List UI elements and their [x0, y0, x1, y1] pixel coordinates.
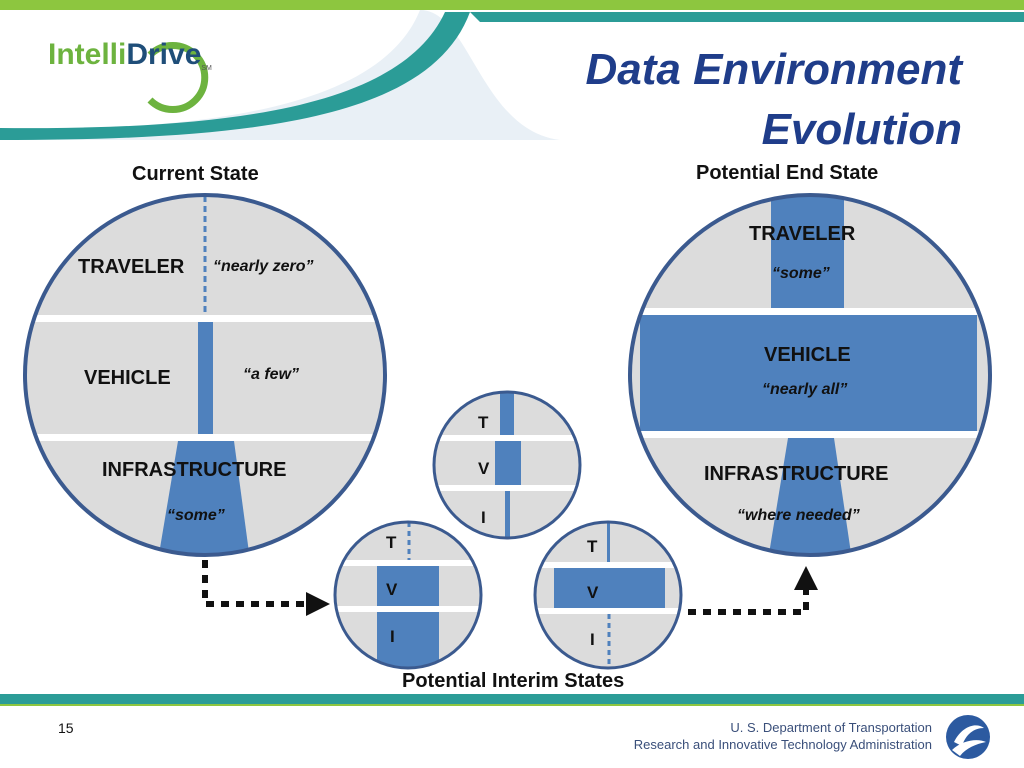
- current-vehicle-label: VEHICLE: [84, 367, 171, 389]
- page-number: 15: [58, 720, 74, 736]
- interim-mid-v-label: V: [478, 459, 490, 478]
- interim-left-v-label: V: [386, 580, 398, 599]
- current-vehicle-share: “a few”: [243, 366, 300, 383]
- logo-service-mark: SM: [201, 65, 212, 72]
- logo-text-intelli: Intelli: [48, 38, 127, 71]
- arrow-interim-to-end: [688, 566, 818, 615]
- current-traveler-label: TRAVELER: [78, 256, 185, 278]
- interim-left-i-label: I: [390, 627, 395, 646]
- interim-right-t-label: T: [587, 537, 598, 556]
- current-infrastructure-share: “some”: [167, 507, 225, 524]
- slide-title-line2: Evolution: [761, 105, 962, 154]
- end-state-circle: [628, 193, 992, 557]
- current-state-circle: [23, 193, 387, 557]
- footer-bar-accent: [0, 704, 1024, 706]
- footer-agency: Research and Innovative Technology Admin…: [633, 737, 932, 752]
- footer-department: U. S. Department of Transportation: [730, 720, 932, 735]
- heading-end-state: Potential End State: [696, 162, 879, 184]
- end-infrastructure-share: “where needed”: [737, 507, 860, 524]
- interim-right-v-label: V: [587, 583, 599, 602]
- slide-title-line1: Data Environment: [585, 45, 962, 94]
- interim-mid-i-label: I: [481, 508, 486, 527]
- interim-right-i-label: I: [590, 630, 595, 649]
- logo-ring-icon: [147, 42, 209, 113]
- interim-circle-left: [333, 520, 483, 670]
- interim-circle-right: [533, 520, 683, 670]
- footer-bar: [0, 694, 1024, 704]
- current-traveler-share: “nearly zero”: [213, 258, 314, 275]
- end-traveler-label: TRAVELER: [749, 223, 856, 245]
- intellidrive-logo: IntelliDriveSM: [48, 38, 212, 72]
- end-vehicle-share: “nearly all”: [762, 381, 848, 398]
- end-infrastructure-label: INFRASTRUCTURE: [704, 463, 889, 485]
- header-swoosh: [0, 0, 1024, 140]
- current-infrastructure-label: INFRASTRUCTURE: [102, 459, 287, 481]
- end-traveler-share: “some”: [772, 265, 830, 282]
- heading-interim-states: Potential Interim States: [402, 670, 625, 692]
- interim-circle-mid: [432, 390, 582, 540]
- interim-mid-t-label: T: [478, 413, 489, 432]
- logo-text-drive: Drive: [126, 38, 202, 71]
- heading-current-state: Current State: [132, 163, 259, 185]
- arrow-current-to-interim: [202, 560, 330, 616]
- interim-left-t-label: T: [386, 533, 397, 552]
- end-vehicle-label: VEHICLE: [764, 344, 851, 366]
- dot-emblem-icon: [946, 715, 990, 759]
